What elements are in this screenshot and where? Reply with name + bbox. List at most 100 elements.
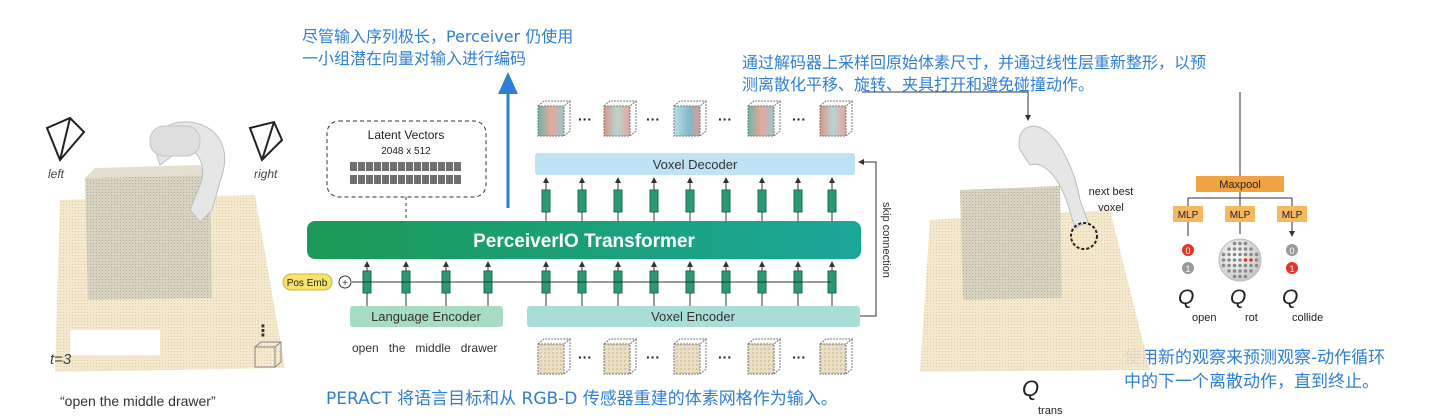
latent-title: Latent Vectors (368, 128, 445, 142)
decoder-token (685, 189, 695, 213)
latent-cell (438, 175, 445, 184)
rotation-sphere (1218, 238, 1262, 282)
rotation-bin (1238, 241, 1242, 246)
input-voxel-tile (819, 338, 854, 375)
decoder-output-line (862, 91, 1029, 106)
skip-connection: skip connection (858, 159, 892, 317)
skip-connection-label: skip connection (880, 202, 892, 278)
small-voxel-icon (254, 341, 283, 368)
rotation-bin (1232, 263, 1237, 268)
open-value-0 (1182, 244, 1194, 256)
q-rot-symbol: Q (1230, 286, 1246, 309)
input-voxel-tile-edge (537, 338, 572, 375)
decoder-token (541, 189, 551, 213)
latent-cell (422, 175, 429, 184)
latent-cell (350, 175, 357, 184)
output-voxel-tile-edge (537, 100, 572, 137)
q-trans-symbol: Q (1022, 376, 1039, 401)
output-voxel-tiles: ············ (537, 100, 854, 137)
latent-cell (382, 162, 389, 171)
input-voxel-tile (537, 338, 572, 375)
rotation-bin (1227, 252, 1231, 257)
decoder-token (721, 189, 731, 213)
rotation-bin (1249, 263, 1253, 268)
camera-left-label: left (48, 167, 65, 181)
mlp-label-open: MLP (1178, 210, 1199, 221)
perceiverio-transformer-label: PerceiverIO Transformer (473, 231, 695, 252)
annotation-latent: 尽管输入序列极长，Perceiver 仍使用 一小组潜在向量对输入进行编码 (302, 26, 573, 70)
next-best-voxel-label2: voxel (1098, 202, 1124, 214)
decoder-token (649, 189, 659, 213)
annotation-latent-line1: 尽管输入序列极长，Perceiver 仍使用 (302, 27, 574, 46)
blue-up-arrow (498, 72, 518, 208)
q-open-symbol: Q (1178, 286, 1194, 309)
q-trans-sub: trans (1038, 405, 1063, 417)
annotation-decoder-line2: 测离散化平移、旋转、夹具打开和避免碰撞动作。 (742, 75, 1095, 94)
output-voxel-tile (673, 100, 708, 137)
output-voxel-tile-edge (747, 100, 782, 137)
next-best-voxel-label1: next best (1089, 186, 1134, 198)
pos-emb-label: Pos Emb (287, 278, 328, 289)
latent-cell (350, 162, 357, 171)
rotation-bin (1232, 269, 1237, 273)
svg-text:0: 0 (1289, 246, 1294, 256)
input-voxel-tile (673, 338, 708, 375)
output-voxel-tile-front (819, 105, 847, 137)
rotation-bin (1232, 274, 1237, 279)
latent-cell (406, 162, 413, 171)
rotation-bin (1243, 241, 1248, 246)
rotation-bin (1243, 274, 1248, 279)
decoder-token (613, 189, 623, 213)
rotation-bin (1249, 247, 1253, 251)
rotation-bin (1238, 258, 1242, 262)
collide-value-1 (1286, 262, 1298, 274)
maxpool-label: Maxpool (1219, 179, 1261, 191)
input-voxel-tile-edge (673, 338, 708, 375)
rotation-bin (1243, 258, 1248, 262)
decoder-token (577, 189, 587, 213)
decoder-tokens (541, 177, 837, 221)
rotation-bin (1249, 269, 1253, 273)
input-ellipsis: ··· (646, 349, 660, 365)
input-voxel-tiles: ············ (537, 338, 854, 375)
input-ellipsis: ··· (718, 349, 732, 365)
latent-cell (446, 175, 453, 184)
input-voxel-tile (603, 338, 638, 375)
right-robot-arm (1018, 125, 1089, 229)
latent-cell (430, 162, 437, 171)
latent-cell (390, 175, 397, 184)
encoder-tokens (362, 261, 837, 306)
left-scene: left right t=3 ⋮ “open the middle drawer… (45, 116, 285, 409)
annotation-decoder: 通过解码器上采样回原始体素尺寸，并通过线性层重新整形，以预 测离散化平移、旋转、… (742, 52, 1206, 96)
rotation-bin (1227, 263, 1231, 268)
right-cabinet-voxels (960, 186, 1062, 300)
output-voxel-tile-front (747, 105, 775, 137)
rotation-bin (1238, 274, 1242, 279)
timestep-label: t=3 (50, 351, 72, 368)
latent-cell (398, 162, 405, 171)
maxpool-box (1196, 176, 1284, 192)
latent-cell (414, 175, 421, 184)
output-ellipsis: ··· (718, 111, 732, 127)
latent-grid (350, 162, 461, 184)
plus-circle (338, 275, 352, 289)
output-ellipsis: ··· (792, 111, 806, 127)
input-voxel-tile-front (603, 343, 631, 375)
collide-value-0 (1286, 244, 1298, 256)
language-encoder-box (350, 306, 503, 327)
voxel-encoder-box (527, 306, 860, 327)
instruction-words: open the middle drawer (352, 341, 497, 355)
latent-cell (454, 162, 461, 171)
q-open-sub: open (1192, 312, 1216, 324)
output-voxel-tile-front (537, 105, 565, 137)
q-collide-symbol: Q (1282, 286, 1298, 309)
mlp-box-collide (1277, 206, 1307, 222)
annotation-latent-line2: 一小组潜在向量对输入进行编码 (302, 49, 527, 68)
rotation-bin (1227, 258, 1231, 262)
rotation-bin (1254, 252, 1259, 257)
input-voxel-tile (747, 338, 782, 375)
rotation-bin (1227, 269, 1231, 273)
latent-cell (358, 162, 365, 171)
latent-cell (398, 175, 405, 184)
perceiverio-transformer-box (307, 221, 861, 259)
